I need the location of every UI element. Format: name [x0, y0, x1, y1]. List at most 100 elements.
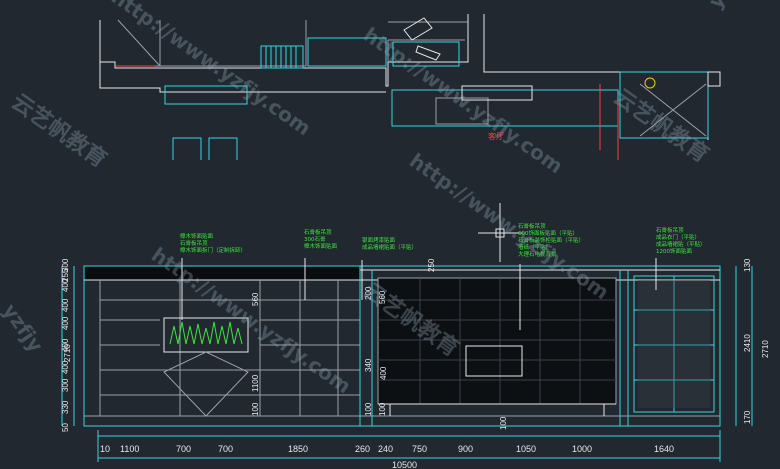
left-dim-label: 400 — [61, 316, 70, 330]
left-panel-grid — [84, 280, 720, 417]
elevation-drawing — [83, 258, 721, 427]
annotation-note-line: 墙纸（平贴） — [518, 243, 551, 251]
annotation-note-line: 成品墙裙贴面（平贴） — [362, 243, 417, 251]
right-dimensions: 130 2410 170 — [743, 258, 752, 424]
plan-wardrobe — [619, 71, 709, 139]
bottom-dim-label: 240 — [378, 444, 393, 454]
left-dim-line — [61, 266, 75, 426]
watermark-cn-2: 云艺帆教育 — [609, 84, 714, 168]
plan-red-marks — [115, 65, 619, 160]
annotation-note-line: 石膏板吊顶 — [656, 226, 684, 234]
inner-dim-label: 200 — [364, 286, 373, 300]
left-total-label: 2710 — [63, 344, 72, 362]
bottom-dim-label: 1000 — [572, 444, 592, 454]
bottom-dim-label: 260 — [355, 444, 370, 454]
right-dim-label: 2410 — [743, 334, 752, 352]
inner-dim-label: 100 — [251, 402, 260, 416]
inner-dim-label: 340 — [364, 358, 373, 372]
plan-chair-left — [172, 137, 202, 160]
plan-yellow-lamp — [644, 77, 656, 89]
bottom-dim-label: 1050 — [516, 444, 536, 454]
plan-sofa — [307, 37, 387, 67]
cursor-box — [495, 228, 505, 238]
inner-dim-label: 100 — [378, 402, 387, 416]
left-dim-label: 400 — [61, 298, 70, 312]
annotation-note-line: 石膏板吊顶 — [180, 239, 208, 247]
bottom-dim-label: 750 — [412, 444, 427, 454]
plant — [169, 321, 243, 345]
room-label: 客厅 — [488, 131, 504, 141]
annotation-note-line: 石膏板吊顶 — [304, 228, 332, 236]
bottom-dimensions: 10 1100 700 700 1850 260 240 750 900 1050 1000 1640 — [100, 444, 674, 454]
left-dim-label: 400 — [61, 360, 70, 374]
bottom-dim-label: 1850 — [288, 444, 308, 454]
right-dim-label: 170 — [743, 410, 752, 424]
annotation-note-line: 银面烤漆贴面 — [362, 236, 396, 244]
cursor-crosshair — [478, 203, 522, 262]
left-dim-label: 330 — [61, 400, 70, 414]
watermark-short-1: yzfjy — [703, 0, 756, 13]
wardrobe-fill — [638, 280, 710, 408]
tv-screen — [465, 345, 523, 377]
annotation-note-line: 石膏板装饰柜贴面（平贴） — [518, 236, 584, 244]
right-dim-line — [735, 266, 753, 426]
watermark-cn-1: 云艺帆教育 — [7, 89, 112, 173]
watermark-url-1: http://www.yzfjy.com — [107, 0, 315, 140]
bottom-dim-line — [97, 430, 721, 462]
plan-chair — [403, 17, 441, 61]
plan-wardrobe-cross — [639, 83, 707, 137]
annotation-note-line: 成品墙裙贴（平贴） — [656, 240, 706, 248]
right-total-label: 2710 — [761, 340, 770, 358]
annotation-notes: 樟木饰面贴面石膏板吊顶樟木饰面拆门（定制拆卸）石膏板吊顶300石膏樟木饰面贴面银… — [180, 222, 706, 258]
plan-inner-walls — [117, 19, 468, 67]
plan-cabinet — [260, 45, 304, 69]
dimension-lines — [61, 266, 753, 462]
bottom-dim-label: 1640 — [654, 444, 674, 454]
left-dim-label: 400 — [61, 278, 70, 292]
plan-rug — [461, 85, 533, 101]
annotation-note-line: 樟木饰面贴面 — [180, 232, 214, 240]
inner-dim-label: 1100 — [251, 374, 260, 392]
tv-wall-grid — [378, 278, 616, 404]
tv-wall — [377, 277, 617, 405]
inner-dim-label: 250 — [427, 258, 436, 272]
annotation-note-line: 大理石电视背景 — [518, 250, 557, 258]
annotation-note-line: 1200饰面贴面 — [656, 247, 692, 255]
total-width-label: 10500 — [392, 460, 417, 469]
wardrobe-doors — [634, 276, 714, 412]
inner-dim-label: 560 — [251, 292, 260, 306]
left-dim-label: 255 — [61, 268, 70, 282]
right-dim-label: 130 — [743, 258, 752, 272]
plan-cabinet-slats — [265, 46, 297, 68]
inner-dim-label: 400 — [379, 366, 388, 380]
left-dim-label: 300 — [61, 378, 70, 392]
left-dim-label: 400 — [61, 338, 70, 352]
annotation-note-line: 石膏板吊顶 — [518, 222, 546, 230]
bottom-dim-label: 700 — [218, 444, 233, 454]
left-dim-label: 50 — [61, 423, 70, 432]
bottom-dim-label: 10 — [100, 444, 110, 454]
inner-dim-label: 100 — [499, 416, 508, 430]
bottom-dim-label: 1100 — [120, 444, 139, 454]
tv-wall-frame — [359, 266, 629, 426]
plan-bed — [392, 41, 460, 67]
diamond-motif — [163, 351, 249, 417]
left-dim-label: 300 — [61, 258, 70, 272]
annotation-note-line: 樟木饰面贴面 — [304, 242, 338, 250]
tv-cabinet-base — [378, 403, 616, 416]
annotation-note-line: 樟木饰面拆门（定制拆卸） — [180, 246, 246, 254]
plan-chair-right — [208, 137, 238, 160]
annotation-note-line: 成品衣门（平贴） — [656, 233, 700, 241]
plan-dresser — [164, 85, 248, 105]
inner-dim-label: 560 — [378, 290, 387, 304]
plan-column — [707, 71, 721, 87]
ceiling-band — [83, 265, 361, 281]
bottom-dim-label: 900 — [458, 444, 473, 454]
annotation-note-line: 600饰面板贴面（平贴） — [518, 229, 578, 237]
bottom-dim-label: 700 — [176, 444, 191, 454]
watermark-short-2: yzfjy — [0, 299, 48, 356]
watermark-url-2: http://www.yzfjy.com — [359, 22, 567, 178]
